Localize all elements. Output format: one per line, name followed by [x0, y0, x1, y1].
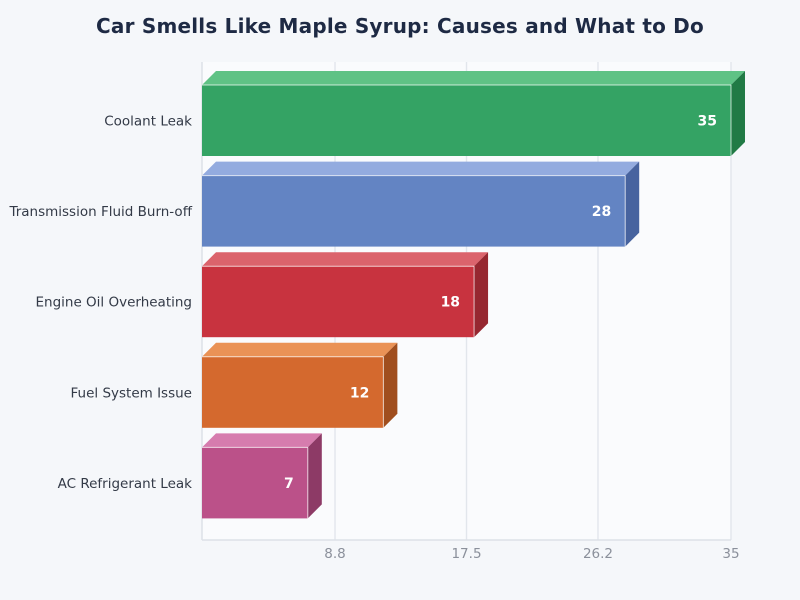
x-tick-label: 8.8 — [324, 546, 345, 562]
category-label: Coolant Leak — [104, 114, 192, 130]
bar-value-label: 35 — [698, 114, 717, 130]
x-tick-label: 17.5 — [451, 546, 481, 562]
bar-side-face — [625, 161, 640, 247]
bar-value-label: 28 — [592, 204, 611, 220]
bar-top-face — [202, 161, 640, 176]
bar-side-face — [383, 342, 398, 428]
bar-value-label: 18 — [441, 295, 460, 311]
bar-top-face — [202, 342, 398, 357]
chart-title: Car Smells Like Maple Syrup: Causes and … — [96, 14, 704, 38]
bar-top-face — [202, 71, 745, 85]
bar-top-face — [202, 252, 489, 267]
bar — [202, 175, 626, 247]
bar-value-label: 7 — [284, 476, 294, 492]
bar — [202, 356, 384, 428]
bar — [202, 266, 475, 338]
bar-side-face — [731, 71, 745, 156]
category-label: Engine Oil Overheating — [35, 295, 192, 311]
x-tick-label: 35 — [722, 546, 739, 562]
bar — [202, 85, 731, 156]
category-label: Transmission Fluid Burn-off — [8, 204, 192, 220]
category-label: AC Refrigerant Leak — [58, 476, 193, 492]
x-tick-label: 26.2 — [583, 546, 613, 562]
bar-side-face — [307, 433, 322, 519]
bar — [202, 447, 308, 519]
category-label: Fuel System Issue — [71, 385, 192, 401]
bar-value-label: 12 — [350, 385, 369, 401]
bar-side-face — [474, 252, 489, 338]
bar-top-face — [202, 433, 322, 448]
